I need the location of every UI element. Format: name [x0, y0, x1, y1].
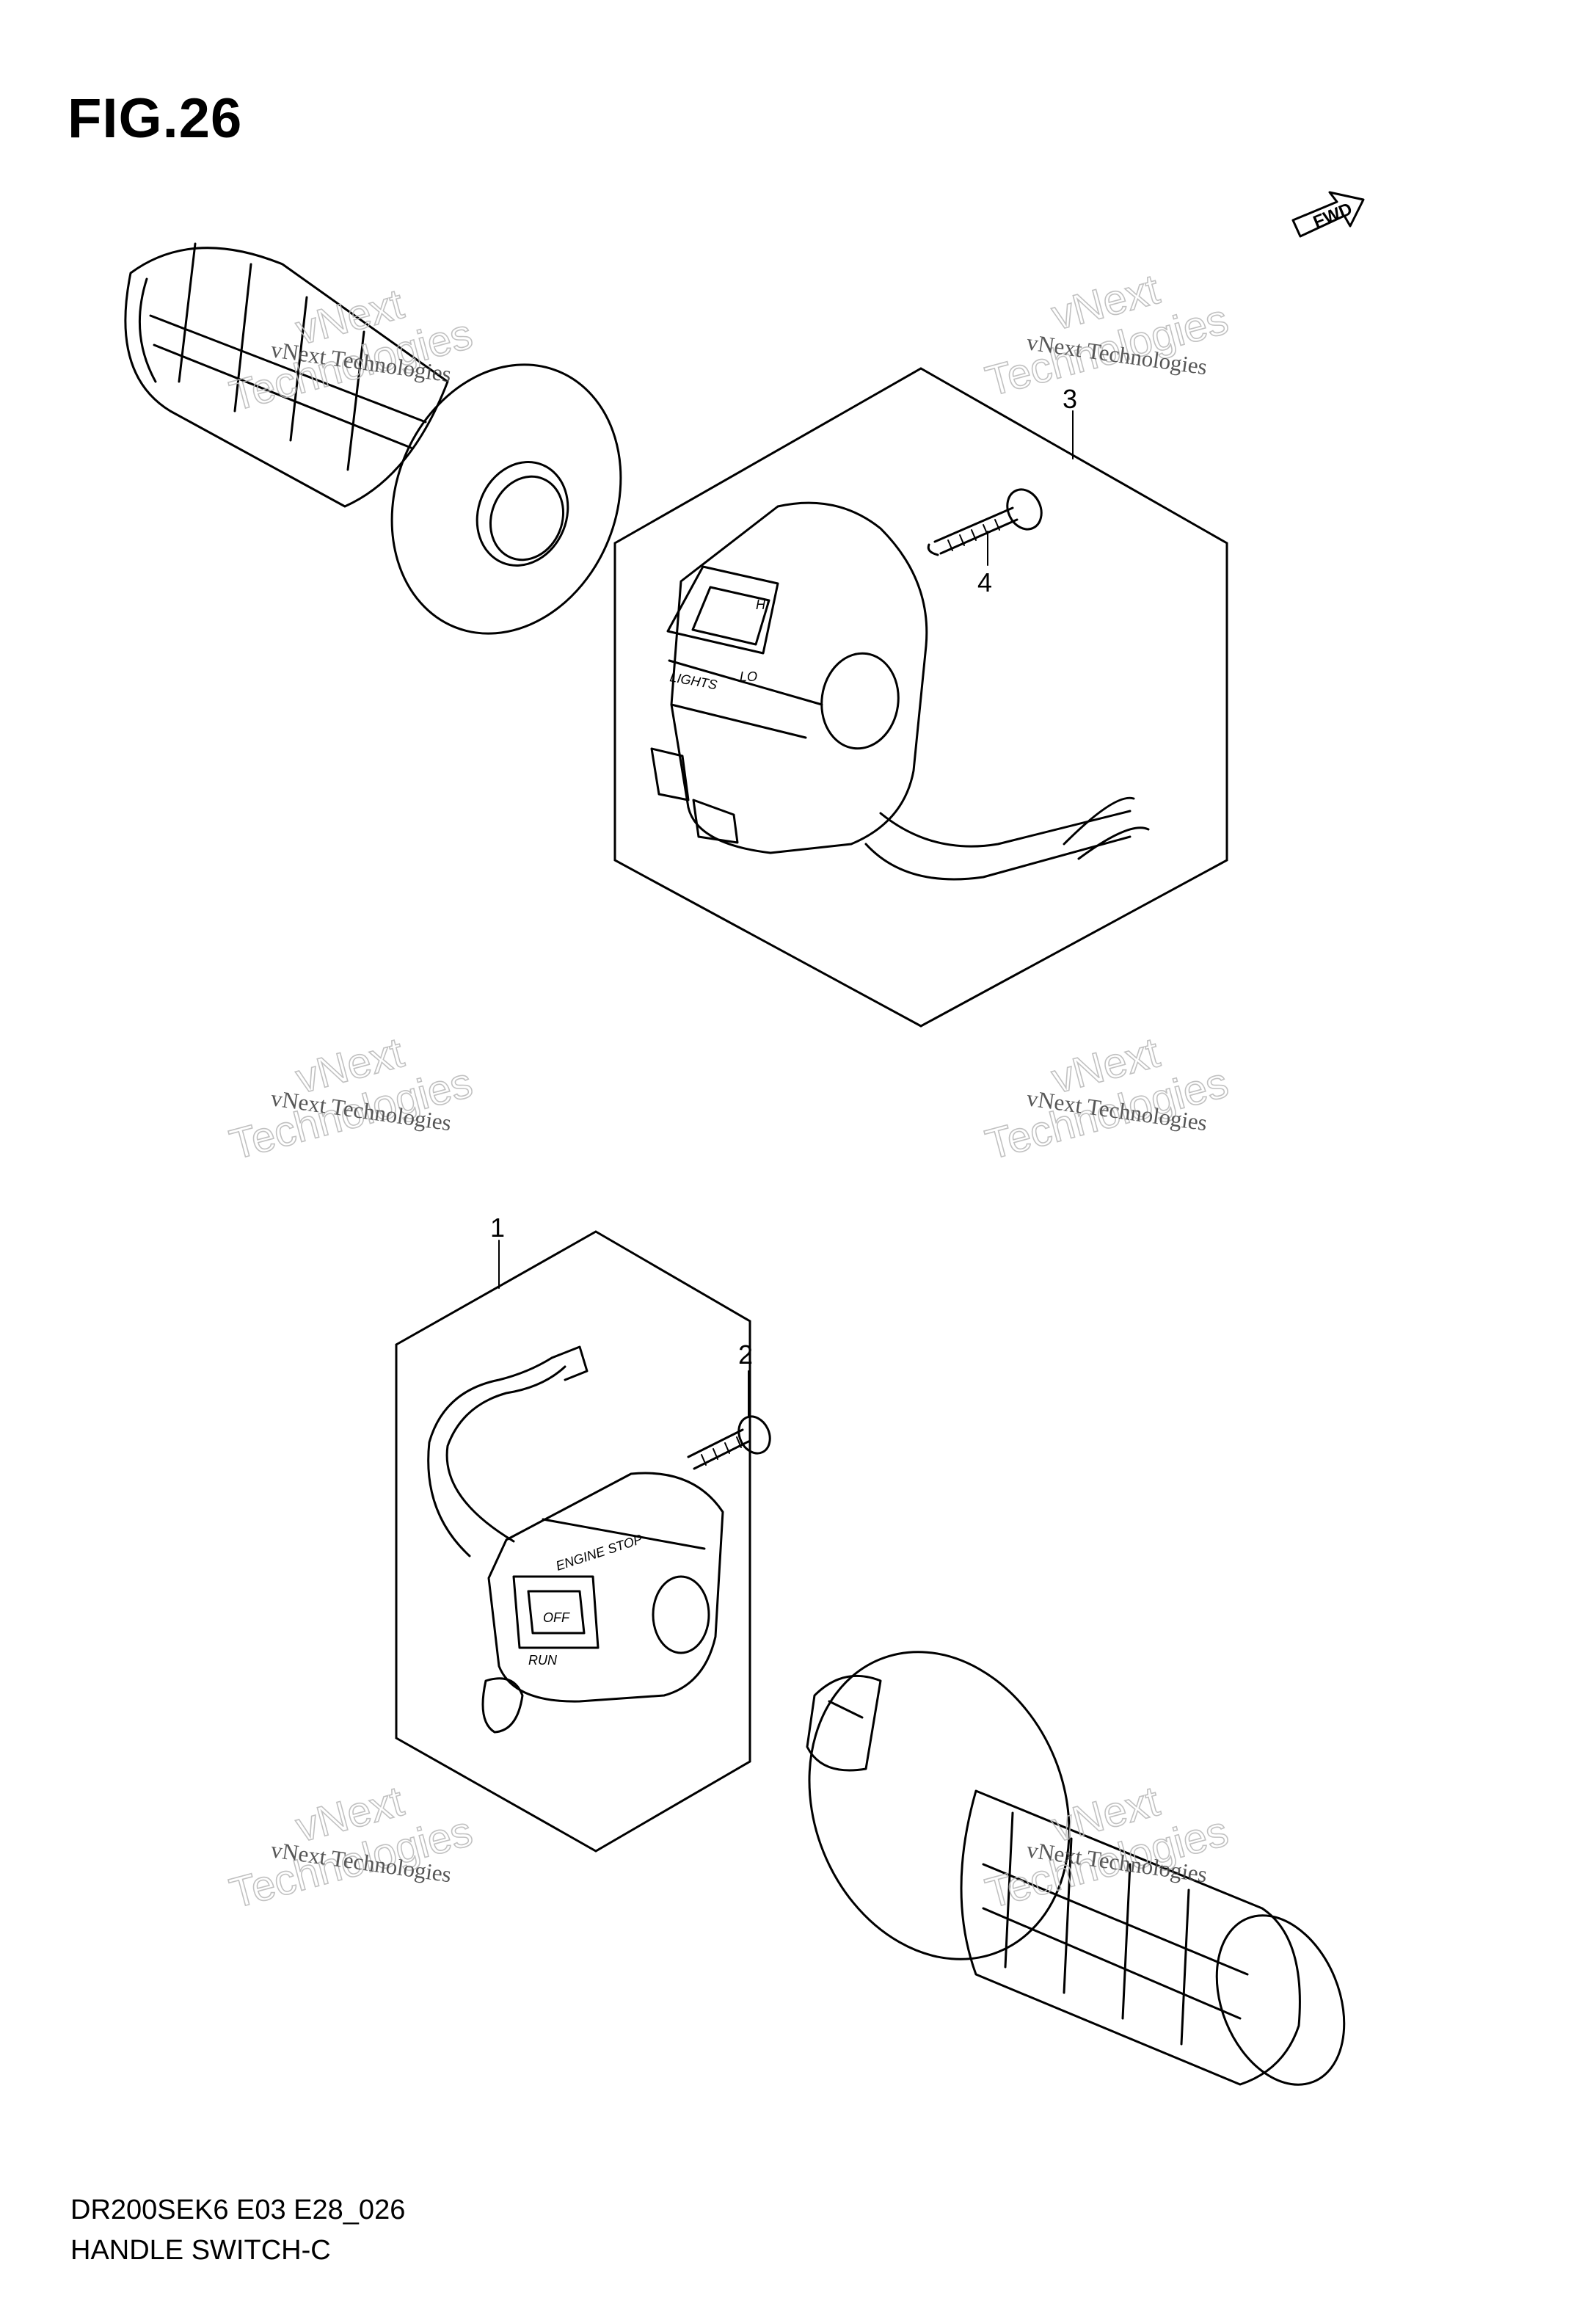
screw-4: [927, 488, 1043, 556]
screw-2: [687, 1415, 771, 1470]
svg-text:1: 1: [490, 1213, 505, 1243]
callout-4: 4: [977, 531, 992, 597]
watermark-top-right: vNext Technologies vNext Technologies: [980, 265, 1234, 407]
svg-text:2: 2: [738, 1339, 753, 1370]
switch-assembly-1-outline: [395, 1230, 751, 1853]
svg-text:3: 3: [1063, 384, 1077, 414]
watermark-bottom-right: vNext Technologies vNext Technologies: [980, 1777, 1234, 1919]
fwd-arrow-icon: FWD: [1291, 191, 1365, 238]
watermark-middle-left: vNext Technologies vNext Technologies: [225, 1028, 478, 1170]
callout-3: 3: [1063, 384, 1077, 459]
marking-hi: HI: [756, 597, 769, 612]
callout-1: 1: [490, 1213, 505, 1289]
figure-title: FIG.26: [68, 87, 243, 150]
switch-assembly-3-outline: [613, 367, 1228, 1028]
callout-2: 2: [738, 1339, 753, 1417]
footer-diagram-name: HANDLE SWITCH-C: [70, 2235, 331, 2266]
footer-diagram-code: DR200SEK6 E03 E28_026: [70, 2195, 406, 2225]
marking-off: OFF: [543, 1610, 570, 1625]
marking-run: RUN: [528, 1653, 558, 1668]
engine-stop-switch-housing: ENGINE STOP OFF RUN: [427, 1345, 724, 1734]
light-switch-housing: HI LO LIGHTS: [650, 501, 1150, 881]
right-handlebar-grip: [806, 1651, 1346, 2086]
marking-engine-stop: ENGINE STOP: [554, 1532, 644, 1574]
watermark-bottom-left: vNext Technologies vNext Technologies: [225, 1777, 478, 1919]
watermark-middle-right: vNext Technologies vNext Technologies: [980, 1028, 1234, 1170]
svg-text:4: 4: [977, 567, 992, 597]
marking-lo: LO: [740, 669, 757, 684]
left-handlebar-grip: [124, 242, 622, 635]
